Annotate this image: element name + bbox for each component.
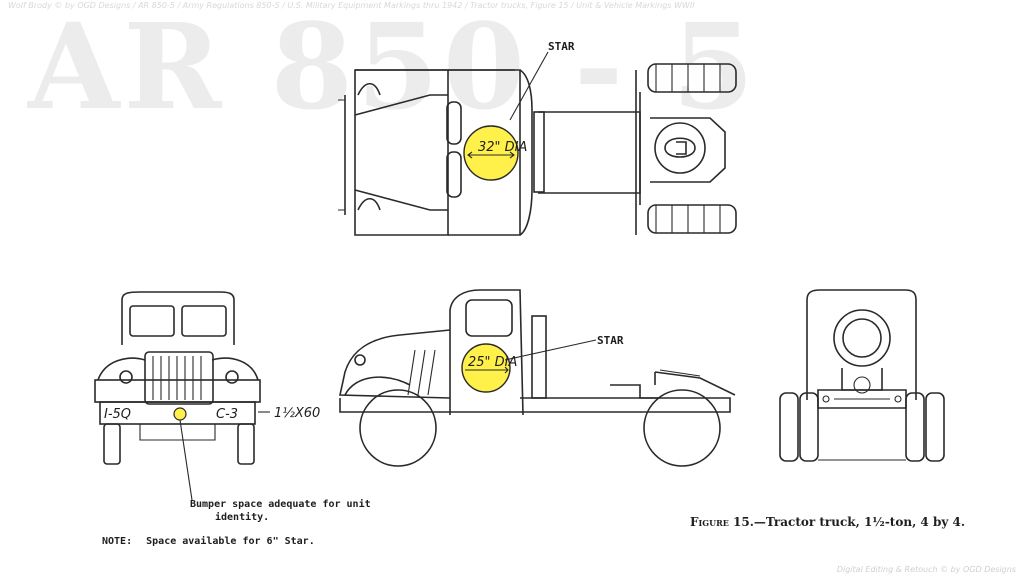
side-star-marking <box>461 343 511 393</box>
footnote-text: Space available for 6" Star. <box>146 536 315 547</box>
bumper-left-code: I-5Q <box>104 407 131 422</box>
figure-caption: Figure 15.—Tractor truck, 1½-ton, 4 by 4… <box>690 515 965 529</box>
top-star-marking <box>463 125 519 181</box>
figure-caption-text: —Tractor truck, 1½-ton, 4 by 4. <box>753 515 966 529</box>
footnote: NOTE: Space available for 6" Star. <box>102 536 315 547</box>
rear-view-drawing <box>779 289 945 462</box>
top-star-diameter: 32" DIA <box>478 140 527 155</box>
top-star-label: STAR <box>548 40 575 53</box>
bumper-right-code: C-3 <box>216 407 238 422</box>
front-view-drawing <box>94 291 270 501</box>
top-view-drawing <box>338 51 737 236</box>
side-star-label: STAR <box>597 334 624 347</box>
credit-top: Wolf Brody © by OGD Designs / AR 850-5 /… <box>8 1 695 10</box>
side-star-diameter: 25" DIA <box>468 355 517 370</box>
bumper-star-marking <box>173 407 187 421</box>
bumper-size-label: 1½X60 <box>274 406 320 421</box>
bumper-note-line2: identity. <box>215 512 270 523</box>
bumper-note-line1: Bumper space adequate for unit <box>190 499 371 510</box>
footnote-prefix: NOTE: <box>102 536 133 547</box>
credit-bottom: Digital Editing & Retouch © by OGD Desig… <box>836 565 1016 574</box>
side-view-drawing <box>339 289 736 467</box>
figure-number: Figure 15. <box>690 515 754 529</box>
